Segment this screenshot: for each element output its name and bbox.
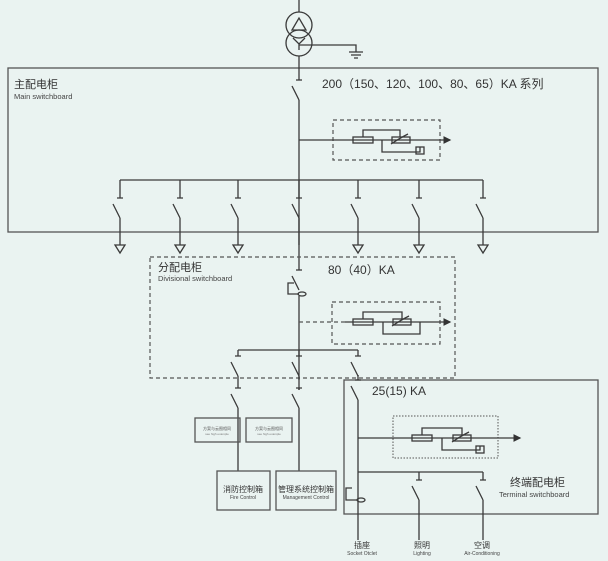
socket-switch-icon — [350, 375, 361, 540]
svg-text:插座: 插座 — [354, 540, 370, 550]
feeder-switches — [112, 180, 490, 255]
svg-text:照明: 照明 — [414, 541, 430, 550]
main-breaker-icon — [291, 56, 302, 262]
terminal-switchboard-frame — [343, 379, 599, 515]
load-air-conditioning: 空调 Air-Conditioning — [464, 540, 500, 557]
svg-text:管理系统控制箱: 管理系统控制箱 — [278, 484, 334, 494]
feeder-switch-icon — [350, 180, 365, 255]
main-switchboard-frame — [7, 67, 599, 233]
terminal-feeder-switches — [345, 375, 486, 540]
svg-text:see high example: see high example — [257, 432, 281, 436]
ac-switch-icon — [475, 472, 486, 540]
switch-icon — [230, 350, 241, 380]
protection-module-icon — [299, 119, 452, 161]
main-switchboard-title-en: Main switchboard — [14, 92, 72, 101]
svg-text:see high example: see high example — [205, 432, 229, 436]
svg-text:空调: 空调 — [474, 540, 490, 550]
lighting-switch-icon — [411, 472, 422, 540]
svg-text:Fire Control: Fire Control — [230, 495, 256, 501]
ground-icon — [349, 51, 363, 59]
svg-text:方案与云图相同: 方案与云图相同 — [255, 425, 283, 431]
socket-breaker-aux-icon — [345, 487, 358, 501]
main-switchboard-rating: 200（150、120、100、80、65）KA 系列 — [322, 77, 543, 91]
svg-text:方案与云图相同: 方案与云图相同 — [203, 425, 231, 431]
feeder-switch-icon — [411, 180, 426, 255]
switch-icon — [350, 350, 361, 377]
management-control-box: 管理系统控制箱 Management Control — [275, 470, 337, 511]
switch-icon — [291, 387, 302, 471]
small-box-1: 方案与云图相同 see high example — [194, 417, 241, 443]
socket-breaker-coil-icon — [356, 497, 366, 503]
terminal-rating: 25(15) KA — [372, 384, 426, 398]
divisional-breaker-icon — [287, 262, 307, 390]
fire-control-box: 消防控制箱 Fire Control — [216, 470, 271, 511]
svg-text:消防控制箱: 消防控制箱 — [223, 484, 263, 494]
load-lighting: 照明 Lighting — [413, 541, 431, 557]
svg-text:Lighting: Lighting — [413, 551, 431, 557]
divisional-switchboard-frame — [149, 256, 456, 379]
feeder-switch-icon — [475, 180, 490, 255]
divisional-protection-module-icon — [299, 301, 452, 345]
terminal-title-en: Terminal switchboard — [499, 490, 569, 499]
main-switchboard-title-cn: 主配电柜 — [14, 78, 58, 91]
load-socket: 插座 Socket Otclet — [347, 540, 377, 557]
small-box-2: 方案与云图相同 see high example — [245, 417, 293, 443]
feeder-switch-icon — [172, 180, 187, 255]
terminal-protection-module-icon — [358, 415, 522, 459]
terminal-title-cn: 终端配电柜 — [510, 475, 565, 489]
transformer-icon — [285, 0, 357, 57]
feeder-switch-icon — [112, 180, 127, 255]
divisional-feeder-switches — [230, 350, 361, 471]
divisional-title-cn: 分配电柜 — [158, 261, 202, 274]
svg-text:Air-Conditioning: Air-Conditioning — [464, 551, 500, 557]
switch-icon — [291, 350, 302, 380]
divisional-title-en: Divisional switchboard — [158, 274, 232, 283]
switch-icon — [230, 380, 241, 471]
feeder-switch-icon — [291, 180, 302, 245]
svg-text:Management Control: Management Control — [283, 495, 330, 501]
divisional-rating: 80（40）KA — [328, 263, 395, 277]
feeder-switch-icon — [230, 180, 245, 255]
svg-text:Socket Otclet: Socket Otclet — [347, 551, 377, 557]
